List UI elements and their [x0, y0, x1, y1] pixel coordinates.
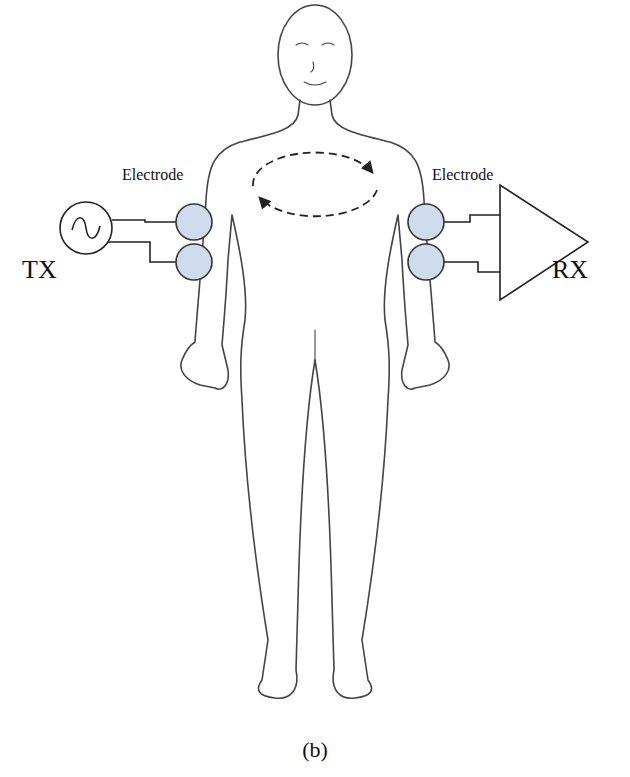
signal-source — [60, 202, 112, 254]
electrode — [176, 244, 212, 280]
tx-label: TX — [22, 256, 57, 285]
wire — [443, 215, 500, 222]
head-outline — [278, 5, 352, 105]
body-outline-mirror — [315, 100, 449, 698]
figure-caption: (b) — [0, 738, 630, 762]
body-line — [314, 330, 315, 360]
electrode-label: Electrode — [432, 166, 493, 184]
electrode-label: Electrode — [122, 166, 183, 184]
wire — [112, 220, 177, 222]
wire — [443, 262, 500, 272]
rx-label: RX — [552, 256, 588, 285]
sine-symbol — [72, 218, 100, 239]
body-outline — [181, 100, 315, 698]
electrode — [408, 244, 444, 280]
electrode — [408, 204, 444, 240]
electrode — [176, 204, 212, 240]
amplifier-symbol — [500, 185, 588, 300]
current-loop — [253, 153, 377, 217]
wire — [108, 242, 177, 262]
face-features — [296, 43, 334, 85]
